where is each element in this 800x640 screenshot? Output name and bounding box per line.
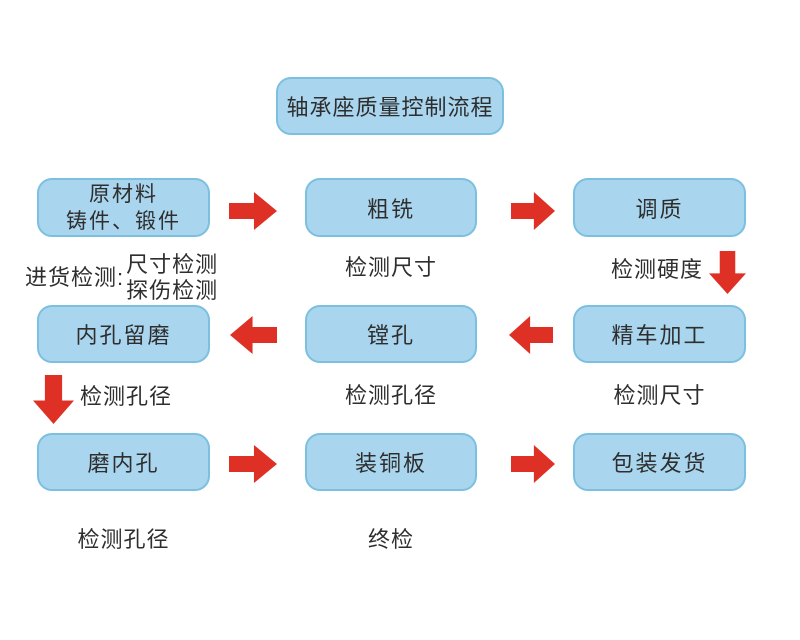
box-fine-turning-label: 精车加工	[611, 323, 708, 348]
arrow-left-icon	[509, 316, 553, 354]
caption-final-inspection: 终检	[367, 527, 414, 552]
box-install-copper-plate-label: 装铜板	[354, 451, 427, 476]
caption-inspect-bore-row3: 检测孔径	[77, 527, 170, 552]
incoming-inspection-label: 进货检测:	[25, 265, 125, 290]
box-quench-temper: 调质	[573, 178, 746, 237]
caption-incoming-inspection: 进货检测: 尺寸检测 探伤检测	[25, 252, 218, 304]
raw-material-line1: 原材料	[89, 182, 158, 206]
caption-inspect-dimension-1: 检测尺寸	[344, 255, 437, 280]
caption-inspect-bore-row2: 检测孔径	[80, 384, 173, 409]
box-pack-ship: 包装发货	[573, 433, 746, 491]
box-bore-grind-allowance: 内孔留磨	[37, 305, 210, 363]
caption-inspect-bore-mid: 检测孔径	[344, 383, 437, 408]
box-pack-ship-label: 包装发货	[611, 451, 708, 476]
incoming-inspection-items: 尺寸检测 探伤检测	[126, 252, 218, 304]
box-raw-material: 原材料 铸件、锻件	[37, 178, 210, 237]
box-fine-turning: 精车加工	[573, 305, 746, 363]
box-rough-milling: 粗铣	[305, 178, 477, 237]
arrow-down-icon	[709, 251, 746, 294]
box-raw-material-label: 原材料 铸件、锻件	[66, 181, 181, 235]
box-grind-inner-hole: 磨内孔	[37, 433, 210, 491]
box-boring-label: 镗孔	[366, 323, 415, 348]
caption-inspect-hardness: 检测硬度	[611, 257, 704, 282]
caption-inspect-dimension-2: 检测尺寸	[613, 383, 706, 408]
arrow-down-icon	[33, 375, 74, 424]
flowchart-title-box: 轴承座质量控制流程	[276, 77, 504, 135]
flowchart-title: 轴承座质量控制流程	[286, 95, 494, 120]
box-rough-milling-label: 粗铣	[366, 196, 415, 222]
box-boring: 镗孔	[305, 305, 477, 363]
arrow-right-icon	[511, 445, 555, 483]
arrow-right-icon	[229, 192, 277, 230]
box-grind-inner-hole-label: 磨内孔	[87, 451, 160, 476]
incoming-inspection-item-flaw: 探伤检测	[126, 278, 219, 303]
box-quench-temper-label: 调质	[635, 196, 684, 222]
box-bore-grind-allowance-label: 内孔留磨	[75, 323, 172, 348]
arrow-right-icon	[511, 192, 555, 230]
box-install-copper-plate: 装铜板	[305, 433, 477, 491]
raw-material-line2: 铸件、锻件	[66, 209, 181, 233]
arrow-left-icon	[230, 316, 277, 354]
arrow-right-icon	[229, 445, 277, 483]
incoming-inspection-item-dimension: 尺寸检测	[126, 252, 219, 277]
